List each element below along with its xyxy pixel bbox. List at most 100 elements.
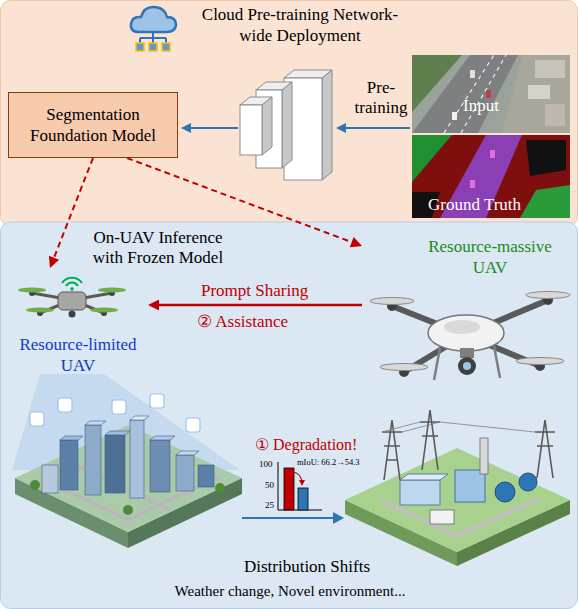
city-island-part-part [150,440,170,492]
ground-truth-map-part [470,180,475,188]
limited-uav-drone-part [18,288,46,293]
massive-uav-drone-part [516,358,564,365]
floating-icons-part [112,400,126,414]
floating-icons-part [150,394,164,408]
label-text: Weather change, Novel environment... [100,582,480,600]
floating-icons-part [30,412,44,426]
floating-icons-part [186,418,200,432]
input-photo-part [452,112,457,120]
city-island-part [30,480,40,490]
ground-truth-map-part [490,150,495,158]
power-plant-part [400,474,448,480]
label-text: 100 [259,459,273,470]
pretraining-arrows-part [190,127,238,129]
bar-chart-part [278,462,322,510]
city-island-part [215,483,225,493]
node-text: Resource-limited UAV [8,334,148,377]
input-photo-part [461,55,506,133]
bar-chart-part [299,480,305,486]
limited-uav-drone-part [90,308,118,313]
massive-uav-drone-part [458,357,476,375]
city-island-part-part [105,435,125,493]
cloud-icon-part [140,32,166,43]
ground-truth-map-part [412,135,452,182]
limited-uav-drone-part [69,311,76,318]
edge-label: Prompt Sharing [201,281,308,301]
pretraining-arrows-part [336,123,346,133]
cloud-icon-part [131,7,176,32]
background-bands-part [1,222,578,609]
power-plant-part [480,438,488,474]
limited-uav-drone-part [70,287,74,291]
city-island-part-part [85,421,106,425]
massive-uav-drone-part [463,362,471,370]
cloud-icon [131,7,176,51]
arrow-head [49,256,59,268]
power-plant-part [420,410,440,470]
network-layers-part [322,70,332,180]
city-island [15,416,242,548]
massive-uav-drone-part [380,364,428,371]
process-box: Segmentation Foundation Model [8,92,178,158]
bar-chart-part [284,468,294,510]
floating-icons [30,394,200,432]
input-photo-part [444,55,494,133]
label-text: 25 [265,500,274,511]
network-layers [240,70,332,180]
label-text: On-UAV Inference with Frozen Model [78,228,238,269]
arrow-head [350,237,362,247]
input-photo-part [470,70,475,78]
dashed-connector [54,158,93,258]
ground-truth-map-part [520,185,570,218]
floating-icons-part [58,398,72,412]
power-plant-part [382,422,535,432]
network-layers-part [282,82,292,168]
uav-node: Resource-limited UAV [8,268,148,380]
city-island-part [15,425,242,532]
node-text: Resource-massive UAV [410,236,570,279]
cloud-icon-part [136,43,144,51]
power-plant-part [535,420,555,478]
city-island-part-part [176,451,199,455]
ground-truth-map [412,135,570,218]
label-text: ② Assistance [197,312,288,332]
city-island-part-part [60,436,83,440]
connector-arrow [159,304,362,307]
label-text: mIoU: 66.2→54.3 [297,457,360,467]
cloud-icon-part [149,43,157,51]
shift-arrow-part [242,517,334,519]
cloud-icon-part [162,43,170,51]
power-plant [345,410,570,566]
limited-uav-drone-part [26,308,54,313]
power-plant-part [495,482,515,502]
city-island-part-part [150,436,175,440]
bar-chart-part [298,488,308,510]
input-photo-part [528,85,550,99]
city-island-part [42,416,214,498]
city-island-part-part [105,431,130,435]
ground-truth-map-part [526,140,566,176]
city-island-part [123,505,133,515]
input-photo-part [545,104,565,126]
city-island-part-part [130,416,149,420]
shift-arrow-part [333,512,344,524]
city-island-part-part [176,455,194,491]
pretraining-arrows-part [181,123,191,133]
limited-uav-drone [18,278,126,318]
background-bands-part [1,1,578,227]
massive-uav-drone-part [434,346,500,380]
bar-chart-part [293,472,302,481]
city-island-part-part [85,425,101,495]
limited-uav-drone-part [98,288,126,293]
label-text: 50 [265,480,274,491]
shift-arrow [242,512,344,524]
bar-chart [278,462,322,510]
input-photo-part [502,55,570,133]
power-plant-part [345,448,570,552]
city-island-part-part [130,420,144,498]
limited-uav-drone-part [66,283,78,286]
ground-truth-map-part [412,135,570,218]
power-plant-part [455,470,485,502]
city-island-part-part [42,465,58,493]
